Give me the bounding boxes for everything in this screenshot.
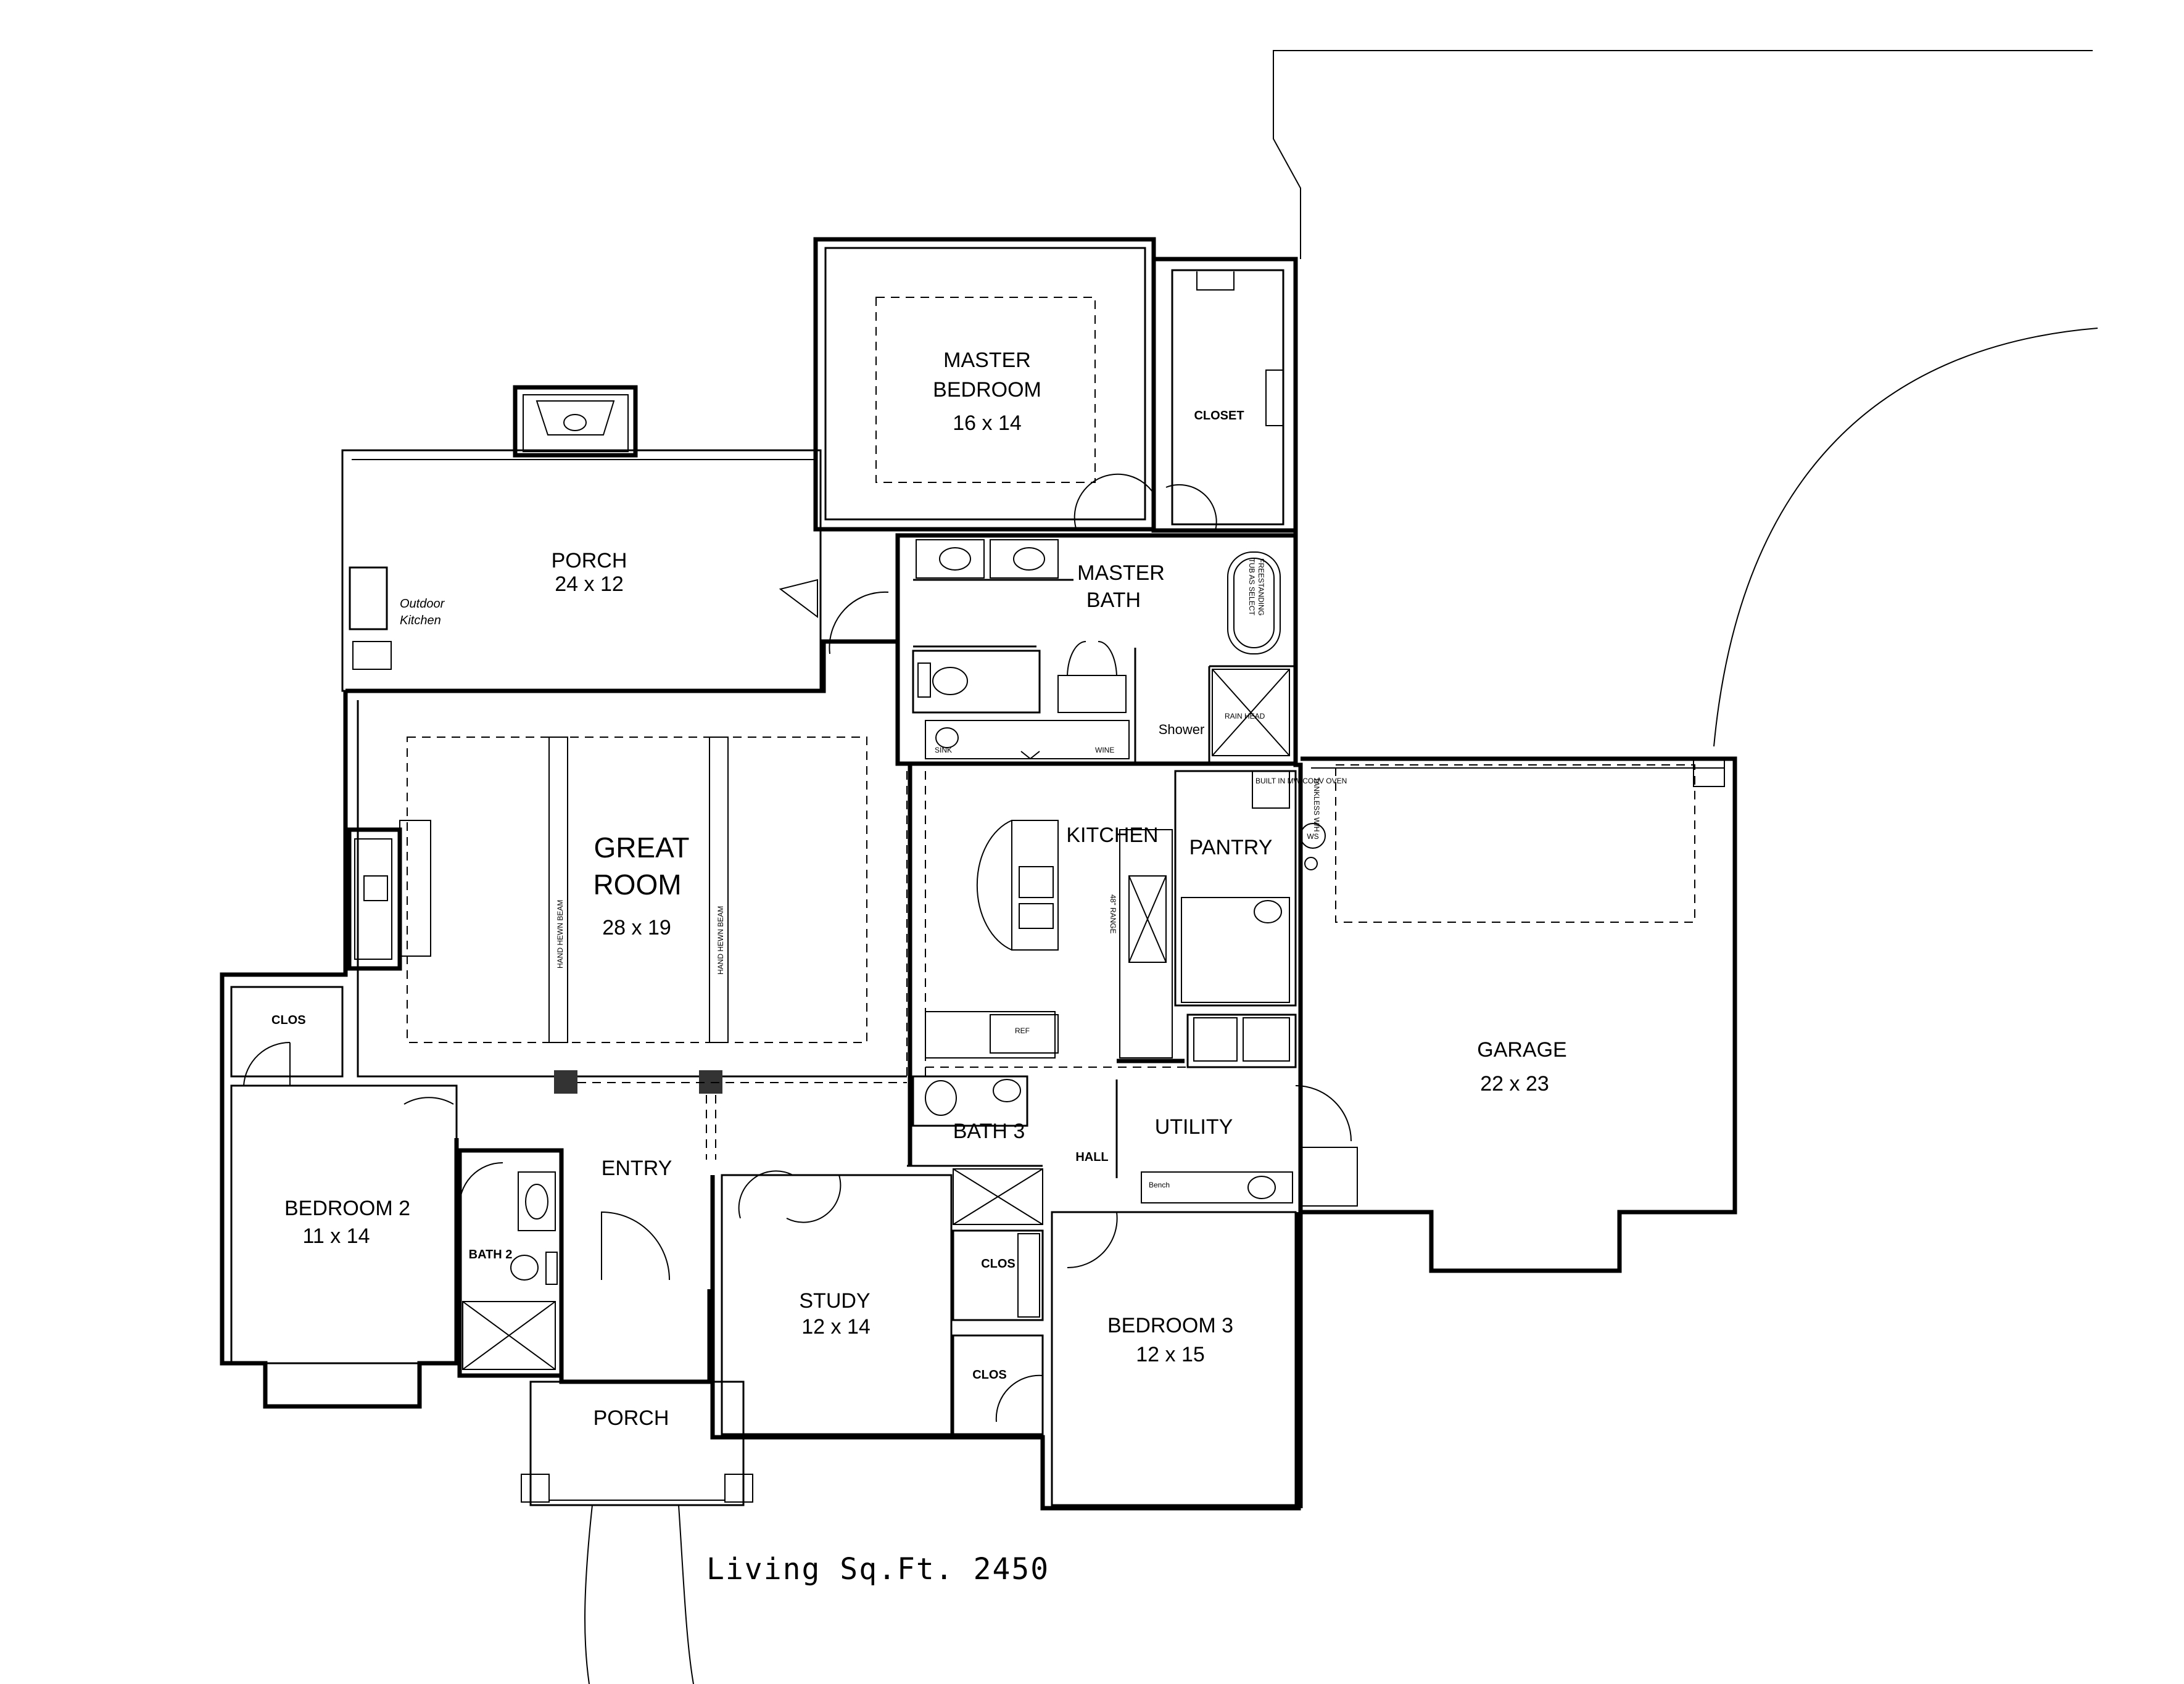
garage-size: 22 x 23: [1480, 1072, 1549, 1096]
master-bedroom-name-2: BEDROOM: [933, 378, 1041, 402]
garage-name: GARAGE: [1477, 1038, 1566, 1062]
front-porch-name: PORCH: [594, 1406, 669, 1430]
great-room-name-2: ROOM: [593, 869, 681, 901]
bath3-name: BATH 3: [953, 1120, 1025, 1143]
study-clos: CLOS: [981, 1257, 1015, 1271]
great-room-name-1: GREAT: [594, 832, 689, 864]
rear-porch-size: 24 x 12: [555, 572, 624, 596]
great-room-size: 28 x 19: [602, 916, 671, 939]
master-bath-name-1: MASTER: [1077, 561, 1165, 585]
bench-label: Bench: [1149, 1181, 1170, 1189]
closet-label: CLOSET: [1194, 409, 1244, 423]
utility-name: UTILITY: [1155, 1115, 1233, 1139]
tankless-label: TANKLESS W/H: [1312, 777, 1321, 832]
tub-label-1: FREESTANDING: [1257, 558, 1265, 616]
sink-label: SINK: [935, 746, 952, 754]
garage-walls: [1300, 756, 1737, 1273]
shower-label: Shower: [1159, 722, 1205, 737]
bedroom2-name: BEDROOM 2: [284, 1197, 410, 1220]
rear-porch: [341, 385, 889, 692]
oven-label: BUILT IN MW/CONV OVEN: [1255, 777, 1347, 785]
bedroom3-name: BEDROOM 3: [1107, 1314, 1233, 1337]
kitchen-name: KITCHEN: [1066, 823, 1158, 847]
master-bedroom-size: 16 x 14: [953, 411, 1022, 435]
beam-label-2: HAND HEWN BEAM: [716, 906, 725, 975]
rain-head-label: RAIN HEAD: [1225, 712, 1265, 720]
range-label: 48" RANGE: [1109, 894, 1117, 934]
ref-label: REF: [1015, 1026, 1030, 1035]
study-name: STUDY: [799, 1289, 870, 1313]
master-wing-walls: [813, 237, 1298, 766]
master-bath-name-2: BATH: [1086, 588, 1141, 612]
master-bedroom-name-1: MASTER: [943, 349, 1031, 372]
bedroom2-clos: CLOS: [271, 1013, 306, 1027]
entry-name: ENTRY: [602, 1157, 672, 1180]
bath2-name: BATH 2: [469, 1248, 513, 1261]
wine-label: WINE: [1095, 746, 1114, 754]
bedroom3-size: 12 x 15: [1136, 1343, 1205, 1366]
main-house-walls: [220, 259, 1352, 1511]
pantry-name: PANTRY: [1189, 836, 1273, 859]
living-sqft-note: Living Sq.Ft. 2450: [706, 1552, 1049, 1587]
room-labels: MASTER BEDROOM 16 x 14 CLOSET MASTER BAT…: [271, 349, 1567, 1430]
outdoor-kitchen-2: Kitchen: [400, 614, 441, 627]
bedroom3-clos: CLOS: [972, 1368, 1007, 1382]
site-lines: [584, 50, 2098, 1684]
ws-label: WS: [1307, 832, 1318, 841]
tub-label-2: TUB AS SELECT: [1247, 558, 1256, 616]
outdoor-kitchen-1: Outdoor: [400, 597, 445, 611]
bedroom2-size: 11 x 14: [302, 1224, 370, 1248]
beam-label-1: HAND HEWN BEAM: [556, 900, 565, 968]
study-size: 12 x 14: [801, 1315, 871, 1339]
hall-name: HALL: [1075, 1150, 1108, 1164]
rear-porch-name: PORCH: [552, 549, 627, 572]
